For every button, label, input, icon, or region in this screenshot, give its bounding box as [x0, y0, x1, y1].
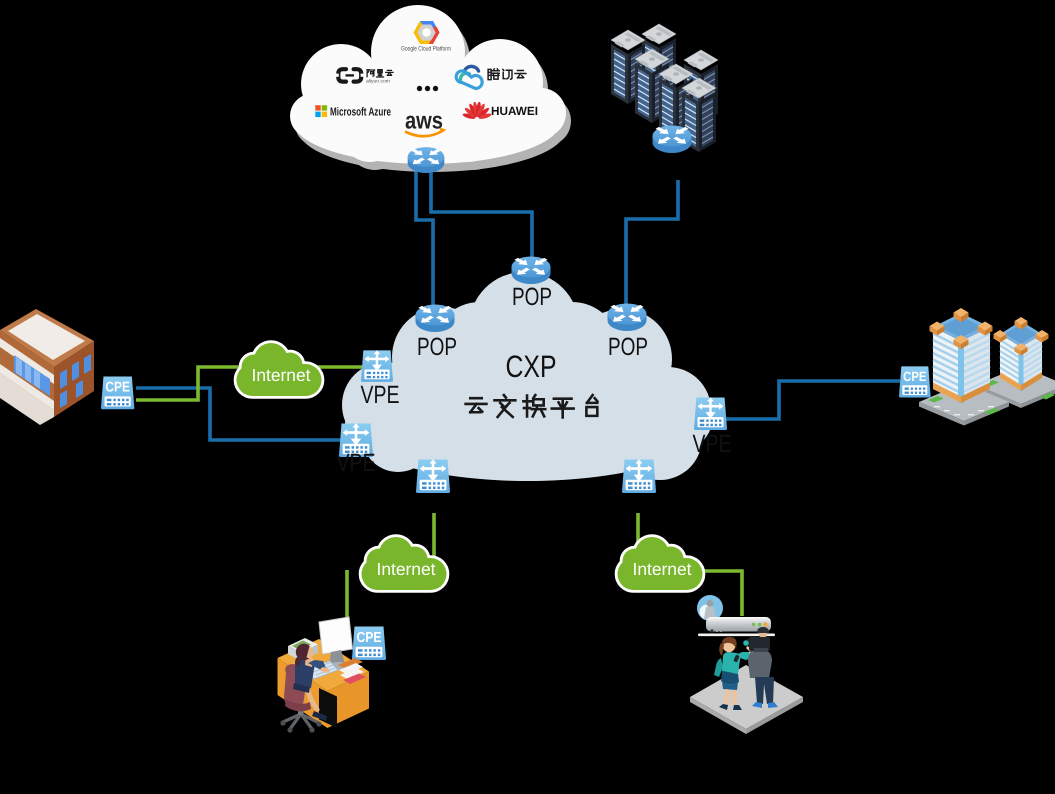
- svg-text:Internet: Internet: [377, 559, 436, 579]
- svg-text:VPE: VPE: [361, 381, 400, 409]
- svg-text:HUAWEI: HUAWEI: [491, 104, 538, 118]
- svg-text:POP: POP: [608, 333, 648, 361]
- svg-text:POP: POP: [417, 333, 457, 361]
- svg-text:Internet: Internet: [252, 365, 311, 385]
- svg-text:Microsoft Azure: Microsoft Azure: [330, 106, 391, 119]
- svg-text:VPE: VPE: [337, 449, 376, 477]
- svg-text:Internet: Internet: [633, 559, 692, 579]
- svg-text:aws: aws: [405, 108, 443, 135]
- svg-text:Google Cloud Platform: Google Cloud Platform: [401, 46, 451, 53]
- svg-text:VPE: VPE: [693, 430, 732, 458]
- svg-text:aliyun.com: aliyun.com: [366, 79, 390, 85]
- svg-text:CXP: CXP: [506, 349, 557, 384]
- svg-text:POP: POP: [512, 283, 552, 311]
